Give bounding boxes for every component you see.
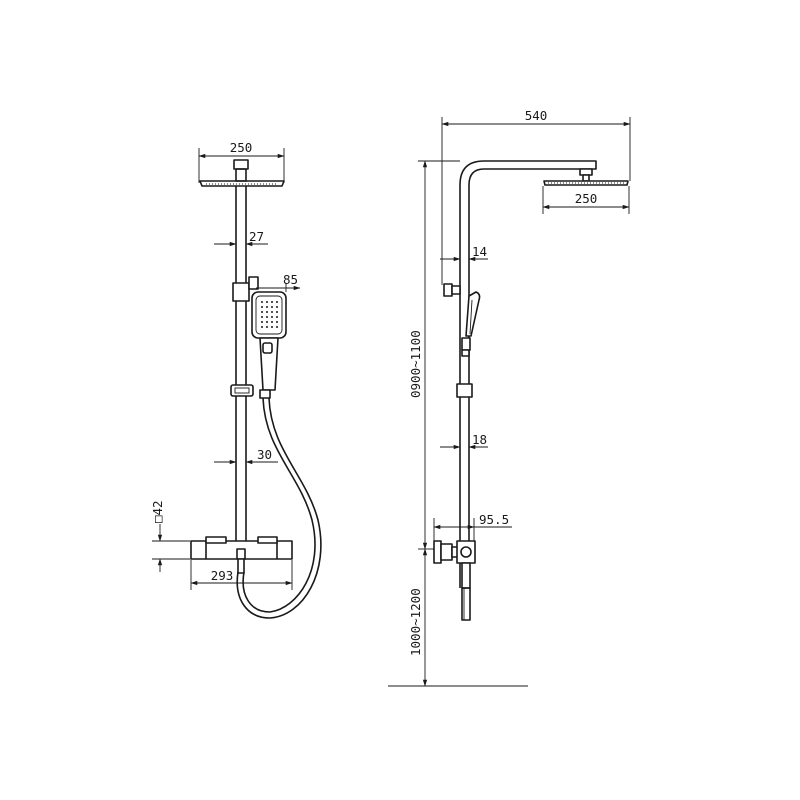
side-diverter-knob [443,283,461,297]
side-shower-head [543,168,629,186]
front-thermostatic-valve [190,536,293,574]
side-hand-shower [461,291,481,357]
side-dim-label-valve-offset: 95.5 [479,512,509,527]
side-dimension-rail-width: 14 [440,244,488,262]
front-riser-rail [235,186,247,541]
front-shower-head [199,159,285,187]
side-dimension-head-width: 250 [542,186,630,214]
front-slide-holder [230,384,271,399]
side-dim-label-projection: 540 [525,108,548,123]
side-dim-label-pipe-width: 18 [472,432,487,447]
front-view: 250 27 85 30 □42 293 [150,140,322,619]
side-riser-arm [459,160,597,588]
side-view: 540 250 14 18 95.5 [388,108,631,687]
front-dimension-head-width: 250 [198,140,285,183]
side-dimension-height-upper: 0900~1100 [408,160,460,550]
side-dimension-projection: 540 [441,108,631,285]
front-dimension-valve-height: □42 [150,500,190,572]
side-dimension-height-lower: 1000~1200 [408,548,428,687]
front-hand-shower [251,291,287,391]
front-dim-label-handset-width: 85 [283,272,298,287]
side-dimension-pipe-width: 18 [440,432,488,450]
side-dim-label-head-width: 250 [575,191,598,206]
side-thermostatic-valve [433,540,476,621]
front-dimension-handset-width: 85 [256,272,301,292]
side-slide-holder [456,383,473,398]
front-dim-label-valve-length: 293 [211,568,234,583]
front-dimension-valve-length: 293 [190,560,293,590]
front-dimension-rail-width: 27 [214,229,268,247]
front-diverter [232,276,259,302]
front-dim-label-head-width: 250 [230,140,253,155]
side-dimension-valve-offset: 95.5 [433,512,512,541]
side-dim-label-height-upper: 0900~1100 [408,330,423,398]
front-dim-label-rail-width: 27 [249,229,264,244]
front-hose [236,397,322,619]
front-dim-label-valve-height: □42 [150,500,165,523]
side-dim-label-rail-width: 14 [472,244,487,259]
front-dim-label-pipe-width: 30 [257,447,272,462]
side-dim-label-height-lower: 1000~1200 [408,588,423,656]
front-dimension-pipe-width: 30 [214,447,278,465]
